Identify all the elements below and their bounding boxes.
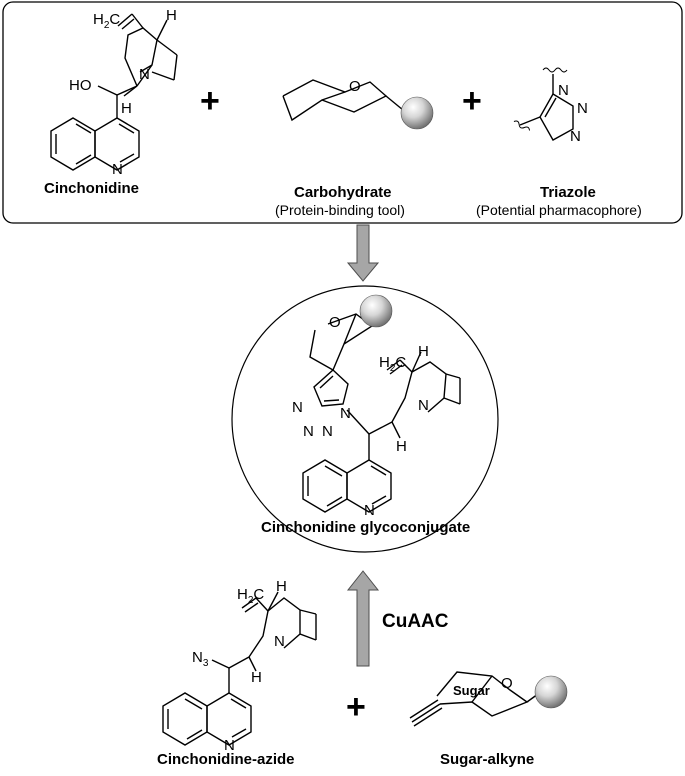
triazole-n3-label: N <box>570 128 581 145</box>
glycoconjugate-structure <box>302 313 461 513</box>
sugar-alkyne-label: Sugar-alkyne <box>440 751 535 768</box>
ring-oxygen-label: O <box>349 78 361 95</box>
product-circle <box>231 285 499 553</box>
vinyl-h2c-label: H2C <box>93 11 121 31</box>
conj-triazole-n-label-a: N <box>292 399 303 416</box>
carbohydrate-label: Carbohydrate <box>294 184 392 201</box>
triazole-label: Triazole <box>540 184 596 201</box>
plus-sign-1: + <box>200 82 220 120</box>
cinchonidine-azide-label: Cinchonidine-azide <box>157 751 295 768</box>
azide-quinoline-n-label: N <box>224 737 235 754</box>
cinchonidine-azide-structure <box>162 591 317 746</box>
quinoline-n-label: N <box>112 161 123 178</box>
up-arrow <box>346 570 380 667</box>
azide-quinuclidine-n-label: N <box>274 633 285 650</box>
conj-ring-oxygen-label: O <box>329 314 341 331</box>
product-label: Cinchonidine glycoconjugate <box>261 519 471 536</box>
carbohydrate-structure <box>282 79 404 122</box>
quinuclidine-n-label: N <box>139 66 150 83</box>
triazole-n2-label: N <box>577 100 588 117</box>
azide-n3-label: N3 <box>192 649 209 669</box>
conj-triazole-n-label-b: N <box>303 423 314 440</box>
sugar-ring-text: Sugar <box>453 683 490 698</box>
triazole-n1-label: N <box>558 82 569 99</box>
conj-triazole-n-label-c: N <box>322 423 333 440</box>
plus-sign-2: + <box>462 82 482 120</box>
bridgehead-h-label: H <box>166 7 177 24</box>
conj-bridgehead-h-label: H <box>418 343 429 360</box>
carbohydrate-sphere <box>400 96 434 130</box>
conj-h2c-label: H2C <box>379 354 407 374</box>
sugar-oxygen-label: O <box>501 675 513 692</box>
sugar-alkyne-structure <box>409 671 539 727</box>
azide-stereo-h-label: H <box>251 669 262 686</box>
conj-stereo-h-label: H <box>396 438 407 455</box>
conj-quinoline-n-label: N <box>364 502 375 519</box>
triazole-structure <box>513 67 574 141</box>
carbohydrate-caption: (Protein-binding tool) <box>275 202 405 218</box>
down-arrow <box>346 224 380 282</box>
cuaac-label: CuAAC <box>382 611 449 632</box>
azide-bridgehead-h-label: H <box>276 578 287 595</box>
cinchonidine-label: Cinchonidine <box>44 180 139 197</box>
cinchonidine-structure <box>50 13 178 171</box>
glycoconjugate-sphere <box>359 294 393 328</box>
stereo-h-label: H <box>121 100 132 117</box>
hydroxyl-label: HO <box>69 77 92 94</box>
azide-h2c-label: H2C <box>237 586 265 606</box>
triazole-caption: (Potential pharmacophore) <box>476 202 642 218</box>
conj-quinuclidine-n-label: N <box>418 397 429 414</box>
top-panel-frame <box>2 1 683 224</box>
sugar-alkyne-sphere <box>534 675 568 709</box>
conj-triazole-n-label-d: N <box>340 405 351 422</box>
plus-sign-3: + <box>346 688 366 726</box>
